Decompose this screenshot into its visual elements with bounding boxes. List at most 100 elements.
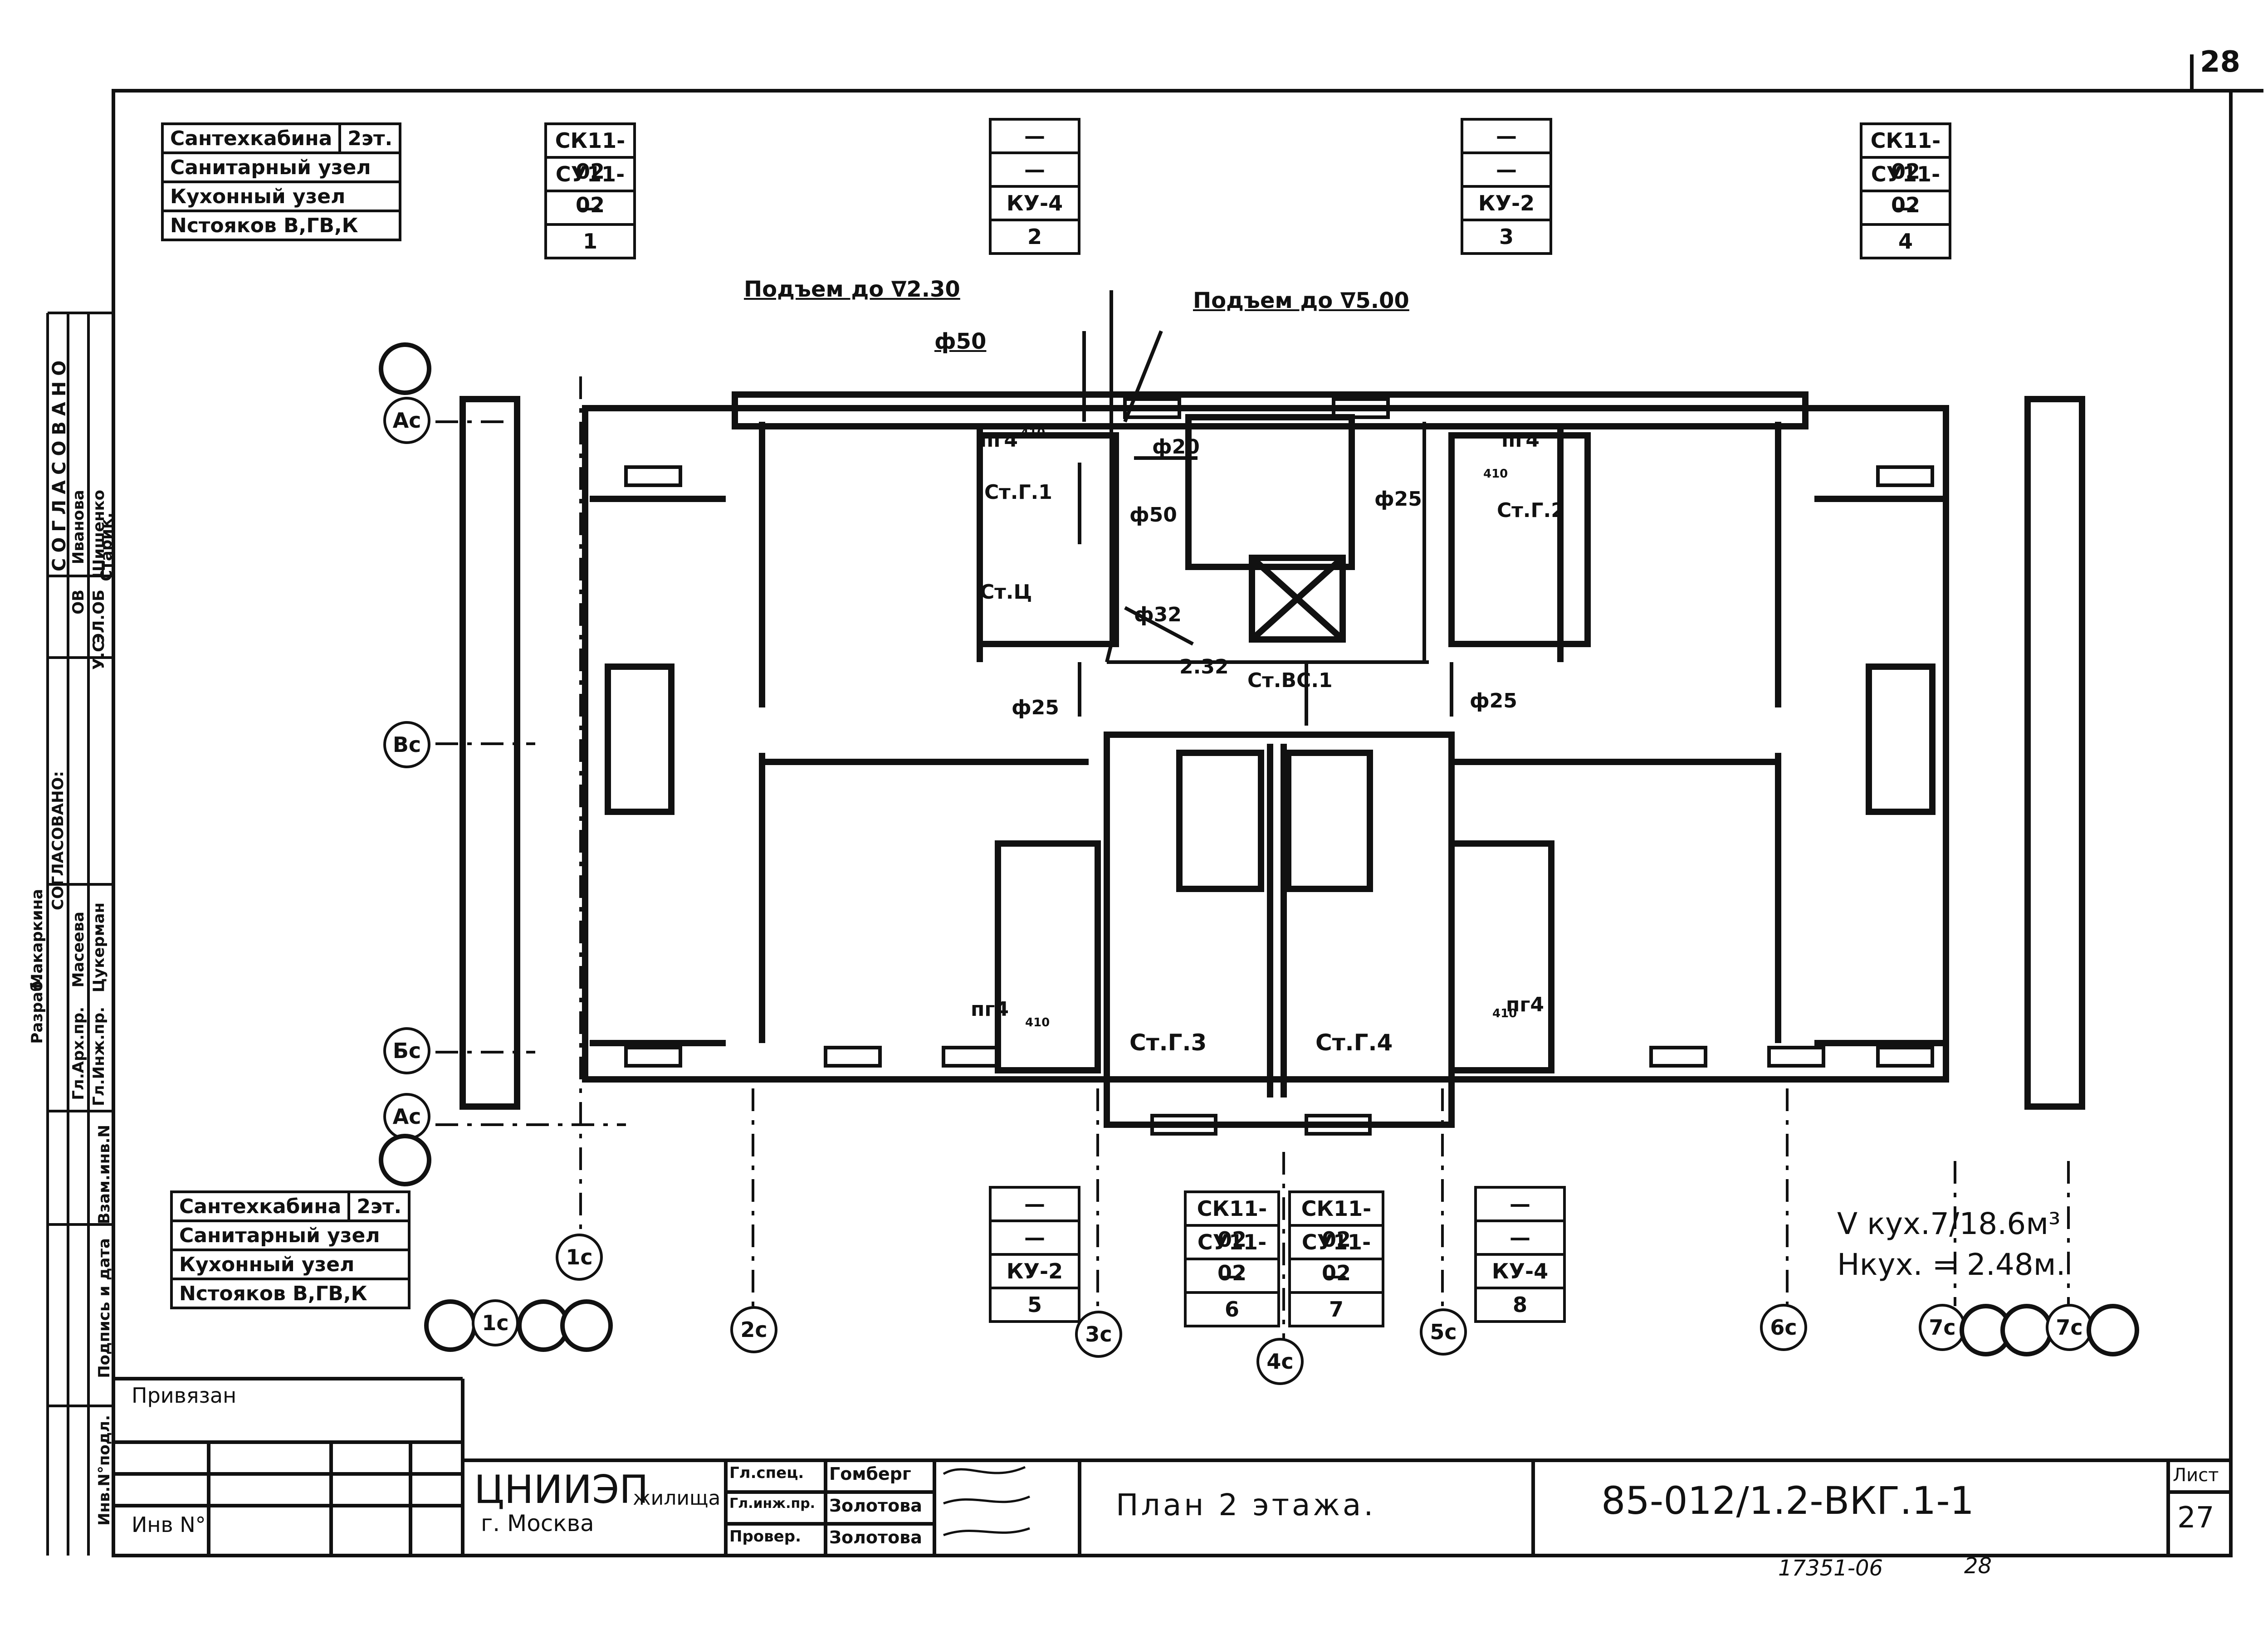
role-name: Золотова <box>829 1527 922 1547</box>
archive-number: 17351-06 <box>1778 1556 1883 1581</box>
riser-number: 8 <box>1512 1293 1527 1317</box>
riser-cabin: — <box>1463 121 1549 154</box>
role-name: Золотова <box>829 1496 922 1516</box>
riser-number: 6 <box>1224 1297 1239 1322</box>
riser-kitchen: — <box>1291 1260 1382 1294</box>
riser-st-g4: Ст.Г.4 <box>1315 1029 1393 1056</box>
org-name: ЦНИИЭП <box>474 1467 649 1512</box>
index-header: 2эт. <box>347 1190 411 1222</box>
inv-no-label: Инв N° <box>132 1512 206 1537</box>
axis-marker: 1с <box>472 1299 519 1346</box>
role-label: Провер. <box>729 1527 801 1546</box>
sheet-number: 27 <box>2177 1501 2214 1535</box>
riser-cabin: СК11-02 <box>1862 125 1949 184</box>
index-row-label: Сантехкабина <box>170 1190 351 1222</box>
riser-sanitary: СУ11-02 <box>1291 1227 1382 1285</box>
riser-table-5: — — КУ-2 5 <box>989 1186 1080 1323</box>
pipe-d50: ф50 <box>1129 503 1177 527</box>
dim-410-c: 410 <box>1025 1016 1050 1029</box>
riser-sanitary: — <box>992 1222 1078 1256</box>
riser-number: 5 <box>1027 1293 1042 1317</box>
axis-ring <box>2087 1304 2139 1356</box>
corner-page-number: 28 <box>2200 45 2241 79</box>
sheet-label: Лист <box>2173 1465 2219 1486</box>
riser-number: 1 <box>582 229 597 254</box>
riser-table-2: — — КУ-4 2 <box>989 118 1080 255</box>
index-row-label: Сантехкабина <box>161 122 342 154</box>
riser-cabin: — <box>1477 1189 1563 1222</box>
axis-marker: Ас <box>383 1093 430 1140</box>
dim-410-b: 410 <box>1483 467 1508 481</box>
stamp-dept3: У.С. <box>90 635 108 670</box>
drawing-title: План 2 этажа. <box>1116 1488 1376 1522</box>
axis-marker: Бс <box>383 1027 430 1074</box>
pipe-d50-top: ф50 <box>934 329 987 354</box>
riser-kitchen: КУ-4 <box>1477 1256 1563 1289</box>
index-row-label: Кухонный узел <box>170 1249 411 1280</box>
riser-kitchen: — <box>1862 192 1949 226</box>
axis-marker: Вс <box>383 721 430 768</box>
axis-ring <box>379 342 431 395</box>
riser-cabin: СК11-02 <box>1187 1193 1277 1252</box>
riser-cabin: СК11-02 <box>547 125 633 184</box>
riser-st-vs1: Ст.ВС.1 <box>1247 669 1333 692</box>
axis-marker: 7с <box>2046 1304 2093 1351</box>
index-row-label: Санитарный узел <box>161 151 402 183</box>
riser-table-6: СК11-02 СУ11-02 — 6 <box>1184 1190 1280 1327</box>
pipe-d32: ф32 <box>1134 603 1182 626</box>
riser-table-1: СК11-02 СУ11-02 — 1 <box>544 122 636 259</box>
riser-table-8: — — КУ-4 8 <box>1474 1186 1566 1323</box>
index-row-label: Кухонный узел <box>161 180 402 212</box>
riser-st-g1: Ст.Г.1 <box>984 481 1052 504</box>
dim-410-d: 410 <box>1492 1007 1517 1020</box>
riser-table-7: СК11-02 СУ11-02 — 7 <box>1288 1190 1384 1327</box>
index-row-label: Nстояков В,ГВ,К <box>170 1278 411 1309</box>
axis-ring <box>560 1299 613 1352</box>
kitchen-height: Hкух. = 2.48м. <box>1837 1247 2066 1282</box>
gas-stove-pg4-bl: пг4 <box>971 998 1009 1021</box>
riser-sanitary: СУ11-02 <box>547 159 633 217</box>
stamp-gl-inzh: Гл.Инж.пр. <box>90 1007 108 1106</box>
riser-sanitary: — <box>1463 154 1549 188</box>
axis-marker: 1с <box>556 1234 603 1281</box>
privyazan-label: Привязан <box>132 1383 237 1408</box>
rise-500-label: Подъем до ∇5.00 <box>1193 288 1409 313</box>
riser-sanitary: СУ11-02 <box>1862 159 1949 217</box>
axis-marker: 6с <box>1760 1304 1807 1351</box>
axis-marker: 4с <box>1256 1338 1304 1385</box>
riser-cabin: — <box>992 121 1078 154</box>
riser-table-3: — — КУ-2 3 <box>1461 118 1552 255</box>
index-row-label: Nстояков В,ГВ,К <box>161 210 402 241</box>
archive-page: 28 <box>1964 1553 1992 1579</box>
stamp-gl-inzh-name: Цукерман <box>90 902 108 993</box>
kitchen-volume: V кух.7/18.6м³ <box>1837 1206 2061 1241</box>
riser-cabin: СК11-02 <box>1291 1193 1382 1252</box>
pipe-d25-right-top: ф25 <box>1374 488 1422 511</box>
stamp-approval-title: СОГЛАСОВАНО <box>49 355 70 571</box>
riser-cabin: — <box>992 1189 1078 1222</box>
level-232: 2.32 <box>1179 655 1229 678</box>
riser-kitchen: КУ-2 <box>1463 188 1549 221</box>
riser-sanitary: — <box>992 154 1078 188</box>
role-label: Гл.инж.пр. <box>729 1496 816 1512</box>
riser-st-k: Ст.Ц <box>980 580 1032 604</box>
riser-number: 7 <box>1329 1297 1344 1322</box>
riser-sanitary: — <box>1477 1222 1563 1256</box>
riser-st-g3: Ст.Г.3 <box>1129 1029 1207 1056</box>
rise-230-label: Подъем до ∇2.30 <box>744 277 960 302</box>
role-label: Гл.спец. <box>729 1464 804 1482</box>
stamp-inv-podl: Инв.N°подл. <box>95 1415 113 1526</box>
axis-marker: 2с <box>730 1306 777 1353</box>
pipe-d20: ф20 <box>1152 435 1200 458</box>
axis-ring <box>2000 1304 2053 1356</box>
axis-ring <box>379 1134 431 1186</box>
riser-sanitary: СУ11-02 <box>1187 1227 1277 1285</box>
role-name: Гомберг <box>829 1464 911 1484</box>
org-subtitle: жилища <box>633 1487 721 1510</box>
pipe-d25-right: ф25 <box>1470 689 1517 712</box>
gas-stove-pg4-br: пг4 <box>1506 993 1545 1016</box>
riser-table-4: СК11-02 СУ11-02 — 4 <box>1860 122 1951 259</box>
